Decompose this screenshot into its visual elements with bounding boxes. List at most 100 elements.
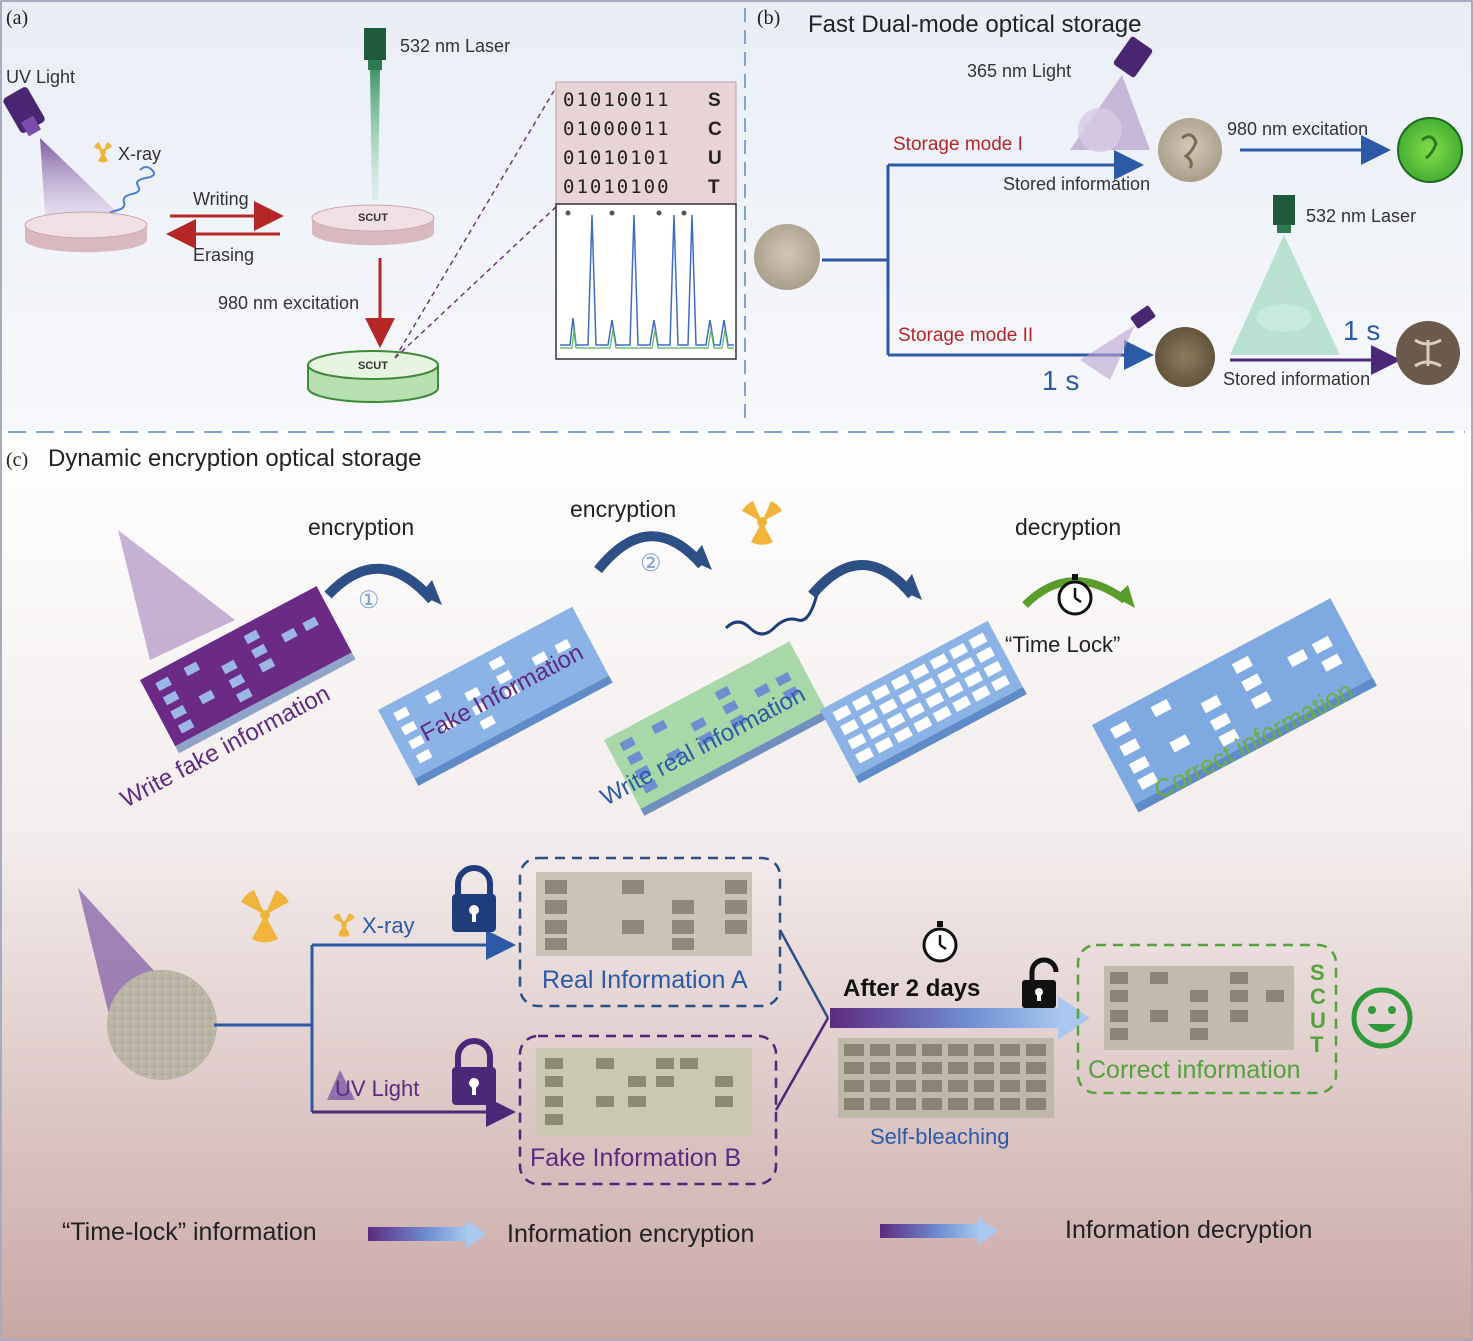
lock-icon-blue bbox=[452, 865, 496, 932]
bleached-cell bbox=[1026, 1062, 1046, 1074]
scut-letter: U bbox=[1310, 1008, 1326, 1033]
disc-text-excited: SCUT bbox=[358, 360, 388, 372]
grid-cell bbox=[917, 677, 937, 695]
uv-lamp-icon bbox=[3, 87, 45, 137]
bleached-cell bbox=[922, 1062, 942, 1074]
xray-wave-c bbox=[724, 589, 820, 636]
chip-write-fake bbox=[140, 586, 356, 754]
grid-cell bbox=[905, 702, 925, 719]
readout-pattern bbox=[1414, 338, 1442, 368]
bleached-cell bbox=[844, 1044, 864, 1056]
binary-row-bits: 01010100 bbox=[563, 176, 671, 198]
grid-cell bbox=[956, 657, 976, 674]
bleached-cell bbox=[870, 1044, 890, 1056]
grid-cell bbox=[874, 736, 894, 754]
scut-letter: T bbox=[1310, 1032, 1324, 1057]
after-days-label: After 2 days bbox=[843, 975, 980, 1002]
grid-cell bbox=[867, 722, 886, 740]
bleached-cell bbox=[948, 1062, 968, 1074]
grid-cell bbox=[949, 642, 968, 660]
disc-blank bbox=[24, 211, 148, 253]
zoom-line-bottom bbox=[394, 204, 559, 359]
scut-letter: C bbox=[1310, 984, 1326, 1009]
lamp-mode2-icon bbox=[1130, 305, 1156, 329]
grid-cell bbox=[871, 684, 891, 701]
bleached-cell bbox=[974, 1098, 994, 1110]
decryption-label: decryption bbox=[1015, 514, 1121, 540]
chip-fake-info bbox=[378, 606, 613, 786]
grid-cell bbox=[932, 705, 952, 723]
panel-c-title: Dynamic encryption optical storage bbox=[48, 445, 422, 472]
step1-label: ① bbox=[358, 587, 380, 614]
step2-label: ② bbox=[640, 550, 662, 577]
grid-cell bbox=[929, 653, 949, 670]
grid-cell bbox=[859, 708, 879, 725]
bleached-cell bbox=[1026, 1044, 1046, 1056]
bleached-cell bbox=[870, 1062, 890, 1074]
spectrum-line-green bbox=[560, 329, 734, 349]
binary-row-bits: 01000011 bbox=[563, 118, 671, 140]
erasing-label: Erasing bbox=[193, 245, 254, 265]
stored-pattern-mode1 bbox=[1181, 133, 1198, 169]
uv-light-label: UV Light bbox=[6, 67, 75, 87]
grid-cell bbox=[964, 671, 983, 688]
stopwatch-icon-2 bbox=[922, 921, 958, 963]
grid-cell bbox=[832, 704, 852, 722]
disc-under-beam bbox=[1078, 108, 1122, 152]
bleached-cell bbox=[922, 1044, 942, 1056]
laser-icon bbox=[364, 28, 386, 70]
disc-excited: SCUT bbox=[307, 350, 439, 403]
grid-cell bbox=[991, 674, 1010, 692]
bleached-cell bbox=[974, 1044, 994, 1056]
bleached-cell bbox=[844, 1062, 864, 1074]
decryption-arrowhead bbox=[900, 574, 922, 600]
legend-decrypt: Information decryption bbox=[1065, 1216, 1312, 1244]
binary-row-letter: U bbox=[708, 148, 722, 169]
stored1-label: Stored information bbox=[1003, 174, 1150, 194]
bleached-cell bbox=[948, 1044, 968, 1056]
fake-info-image bbox=[536, 1048, 752, 1136]
panel-b: (b) Fast Dual-mode optical storage 365 n… bbox=[754, 7, 1463, 396]
legend-arrowhead-1 bbox=[466, 1220, 486, 1248]
correct-info-box bbox=[1076, 943, 1338, 1095]
green-laser-beam bbox=[370, 70, 380, 200]
panel-a: (a) UV Light X-ray Writing Erasing bbox=[3, 7, 737, 403]
binary-row-letter: S bbox=[708, 90, 721, 111]
radiation-icon-c2 bbox=[241, 890, 289, 943]
chip-write-real bbox=[604, 641, 830, 816]
xray-label-c: X-ray bbox=[362, 913, 415, 938]
grid-cell bbox=[847, 733, 867, 750]
disc-under-laser bbox=[1256, 304, 1312, 332]
spectrum-plot bbox=[555, 203, 737, 360]
encryption2-label: encryption bbox=[570, 496, 676, 522]
beam-mode2 bbox=[1080, 325, 1135, 380]
real-info-label: Real Information A bbox=[542, 966, 748, 994]
grid-cell bbox=[855, 747, 874, 764]
panel-b-title: Fast Dual-mode optical storage bbox=[808, 11, 1142, 38]
bleached-cell bbox=[896, 1044, 916, 1056]
panel-c-label: (c) bbox=[6, 449, 28, 471]
laser-label: 532 nm Laser bbox=[400, 36, 510, 56]
binary-row-bits: 01010101 bbox=[563, 147, 671, 169]
zoom-line-top bbox=[394, 83, 559, 359]
sample-disc-start bbox=[754, 224, 820, 290]
after-days-arrowhead bbox=[1058, 996, 1090, 1040]
binary-row-bits: 01010011 bbox=[563, 89, 671, 111]
bleached-cell bbox=[948, 1080, 968, 1092]
merge-line-bottom bbox=[774, 1017, 830, 1111]
uv-beam-chip bbox=[118, 530, 235, 660]
legend-arrowhead-2 bbox=[978, 1217, 998, 1245]
stored-disc-mode2 bbox=[1155, 327, 1215, 387]
self-bleach-label: Self-bleaching bbox=[870, 1124, 1009, 1149]
real-info-marks bbox=[545, 880, 747, 950]
time-right: 1 s bbox=[1343, 315, 1380, 346]
beam-532-b bbox=[1230, 235, 1340, 355]
bleached-cell bbox=[974, 1062, 994, 1074]
fake-info-box bbox=[518, 1034, 778, 1186]
xray-label: X-ray bbox=[118, 144, 161, 164]
uv-beam bbox=[40, 138, 120, 215]
bleached-cell bbox=[870, 1098, 890, 1110]
laser-label-b: 532 nm Laser bbox=[1306, 206, 1416, 226]
